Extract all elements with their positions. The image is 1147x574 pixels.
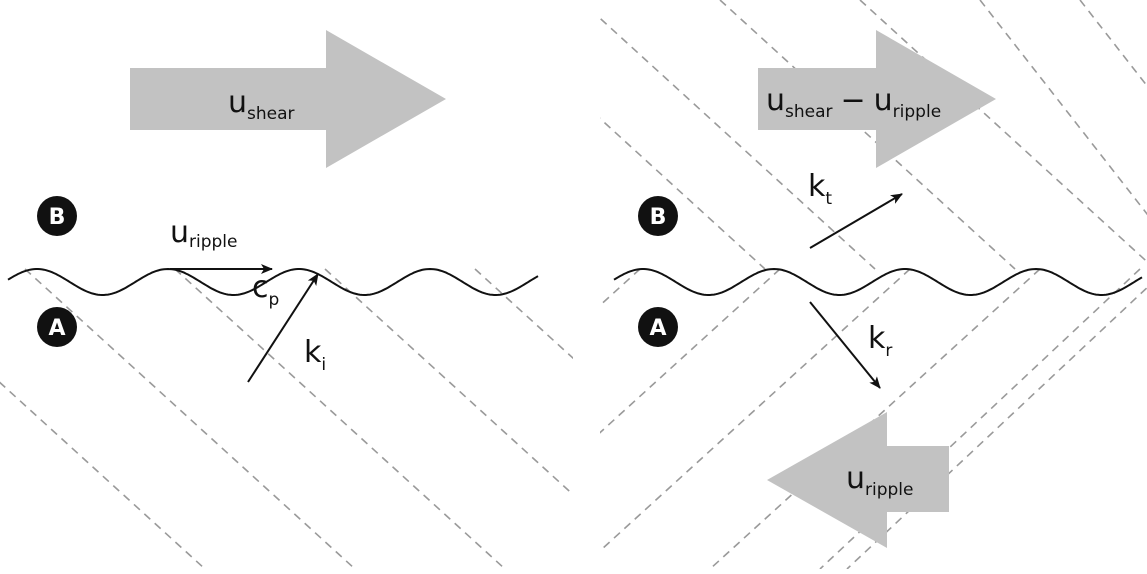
scattered-wavefront-5 [979, 0, 1147, 216]
incident-wavefront-1 [0, 381, 206, 569]
relative-flow-arrow [758, 30, 996, 168]
scattered-wavefront-7 [600, 268, 641, 307]
scattered-wavefront-12 [846, 286, 1147, 569]
shear-flow-label: ushear [228, 85, 295, 124]
scattered-wavefront-2 [600, 17, 876, 270]
scattered-wavefront-6 [1079, 0, 1147, 88]
scattered-wavefront-9 [600, 268, 911, 552]
right-panel: ushear−uripple uripple kt kr B A [600, 0, 1147, 569]
transmitted-wavevector-arrow [809, 193, 903, 249]
medium-a-letter: A [48, 316, 65, 341]
incident-wavefronts [0, 268, 573, 569]
scattered-wavefront-1 [600, 117, 766, 270]
scattered-wavefront-8 [600, 268, 781, 434]
phase-speed-label: cp [252, 270, 279, 310]
ripple-velocity-label: uripple [170, 215, 238, 252]
incident-wavefront-5 [474, 268, 573, 360]
incident-wavefront-4 [324, 268, 573, 496]
medium-b-letter-right: B [650, 205, 667, 230]
incident-wavefront-3 [174, 268, 506, 569]
medium-b-badge [37, 196, 77, 236]
interface-ripple [7, 267, 539, 296]
medium-b-letter: B [49, 205, 66, 230]
reverse-ripple-arrow [767, 412, 949, 548]
reverse-ripple-label: uripple [846, 461, 914, 500]
incident-wavevector-arrow [247, 273, 319, 383]
medium-b-badge-right [638, 196, 678, 236]
interface-ripple-right [613, 267, 1143, 296]
medium-a-badge [37, 307, 77, 347]
scattered-wavefront-4 [859, 0, 1147, 263]
reflected-wavevector-label: kr [868, 321, 892, 361]
medium-a-letter-right: A [649, 316, 666, 341]
incident-wavevector-label: ki [304, 335, 326, 375]
incident-wavefront-2 [24, 268, 356, 569]
transmitted-wavevector-label: kt [808, 169, 832, 209]
left-panel: ushear uripple cp ki B A [0, 30, 573, 569]
scattered-wavefront-3 [719, 0, 1016, 270]
shear-flow-arrow [130, 30, 446, 168]
relative-flow-label: ushear−uripple [766, 83, 941, 122]
medium-a-badge-right [638, 307, 678, 347]
scattered-wavefront-10 [709, 268, 1041, 569]
scattered-wavefronts [600, 0, 1147, 569]
reflected-wavevector-arrow [809, 301, 881, 389]
